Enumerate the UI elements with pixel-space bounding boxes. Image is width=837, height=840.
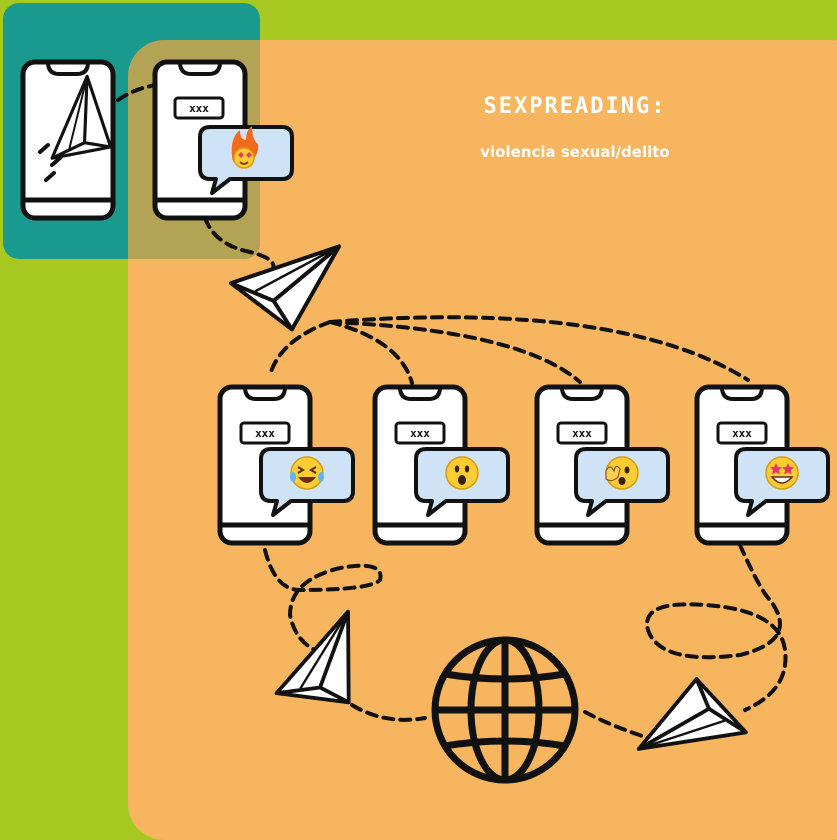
- sender-phone: [23, 62, 132, 218]
- path-plane-to-globe: [350, 703, 427, 722]
- xxx-label: xxx: [572, 427, 592, 440]
- path-globe-to-plane: [583, 710, 657, 742]
- receiver-phone-surprised: xxx: [375, 387, 510, 543]
- receiver-phone-laughing: xxx: [220, 387, 355, 543]
- globe-icon: [431, 636, 579, 784]
- path-branch-2: [328, 320, 414, 385]
- fire-face-icon: [231, 126, 259, 169]
- star-struck-face-icon: [765, 456, 799, 490]
- receiver-phone-star-struck: xxx: [697, 387, 830, 543]
- path-branch-3: [328, 320, 582, 384]
- xxx-label: xxx: [189, 102, 209, 115]
- laughing-face-icon: [290, 456, 324, 490]
- paper-plane-icon: [222, 227, 342, 337]
- paper-plane-icon: [636, 666, 760, 784]
- diagram-subtitle: violencia sexual/delito: [480, 143, 670, 161]
- dashed-paths: [116, 81, 788, 742]
- spread-diagram: xxx xxx xxx: [0, 0, 830, 784]
- xxx-label: xxx: [732, 427, 752, 440]
- diagram-title: SEXPREADING:: [483, 94, 667, 119]
- path-loop-right: [645, 543, 788, 712]
- path-branch-4: [328, 315, 750, 382]
- receiver-phone-first: xxx: [155, 62, 294, 218]
- path-loop-left: [263, 548, 383, 652]
- motion-lines: [38, 143, 62, 182]
- path-branch-1: [268, 320, 332, 377]
- surprised-face-icon: [445, 456, 479, 490]
- xxx-label: xxx: [255, 427, 275, 440]
- receiver-phone-shocked: xxx: [537, 387, 670, 543]
- xxx-label: xxx: [410, 427, 430, 440]
- shocked-face-icon: [605, 456, 639, 490]
